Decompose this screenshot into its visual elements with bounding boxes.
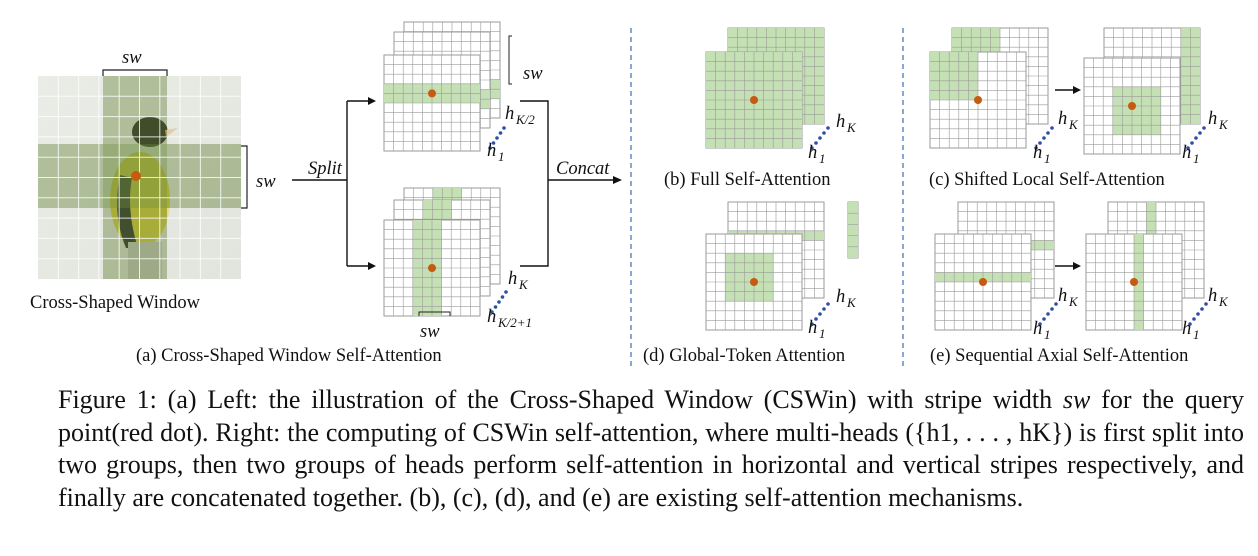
query-dot <box>750 96 758 104</box>
svg-text:K: K <box>1218 294 1229 309</box>
split-arrows <box>292 100 372 267</box>
query-dot <box>974 96 982 104</box>
caption-line1: Figure 1: (a) Left: the illustration of … <box>58 385 1053 414</box>
caption-rest: for the query point(red dot). Right: the… <box>58 385 1245 512</box>
svg-text:h: h <box>1058 109 1067 129</box>
head-dots-a-top <box>488 126 506 150</box>
cross-shaped-window-image: sw sw Cross-Shaped Window <box>30 48 276 313</box>
head-dots-c2 <box>1186 126 1206 150</box>
head-dots-c1 <box>1034 126 1054 150</box>
svg-text:h: h <box>1033 319 1042 339</box>
subcaption-a: (a) Cross-Shaped Window Self-Attention <box>136 346 442 366</box>
sw-label-stripe: sw <box>523 64 543 84</box>
svg-text:h: h <box>487 141 496 161</box>
subcaption-c: (c) Shifted Local Self-Attention <box>929 170 1165 190</box>
head-dots-e1 <box>1038 302 1058 326</box>
svg-text:K: K <box>1218 117 1229 132</box>
svg-text:K/2+1: K/2+1 <box>497 315 532 330</box>
svg-text:h: h <box>1058 286 1067 306</box>
head-dots-d <box>810 302 830 326</box>
caption-sw: sw <box>1062 385 1091 414</box>
svg-text:h: h <box>1208 109 1217 129</box>
svg-text:h: h <box>1182 143 1191 163</box>
svg-text:h: h <box>508 269 517 289</box>
svg-text:1: 1 <box>1193 327 1200 342</box>
svg-text:1: 1 <box>1193 151 1200 166</box>
svg-text:h: h <box>836 287 845 307</box>
subcaption-e: (e) Sequential Axial Self-Attention <box>930 346 1188 366</box>
stack-e2-front <box>1085 233 1183 331</box>
svg-text:K: K <box>846 120 857 135</box>
head-label-hk21: h K/2+1 <box>487 307 532 330</box>
concat-arrows <box>520 100 616 267</box>
svg-text:h: h <box>487 307 496 327</box>
svg-text:K: K <box>1068 294 1079 309</box>
stack-b-front <box>705 51 803 149</box>
global-token-column <box>847 201 859 259</box>
query-dot <box>428 264 436 272</box>
split-label: Split <box>308 159 343 179</box>
svg-text:K/2: K/2 <box>515 112 535 127</box>
query-dot <box>979 278 987 286</box>
svg-text:h: h <box>505 104 514 124</box>
subcaption-b: (b) Full Self-Attention <box>664 170 830 190</box>
head-label-hk2: h K/2 <box>505 104 535 127</box>
head-dots-a-bottom <box>490 290 508 314</box>
head-label-hk-a-bottom: h K <box>508 269 529 292</box>
head-labels-e: h K h 1 h K h 1 <box>1033 286 1229 342</box>
sw-label-top: sw <box>122 48 142 68</box>
stack-c1-front <box>929 51 1027 149</box>
query-dot <box>750 278 758 286</box>
figure-caption: Figure 1: (a) Left: the illustration of … <box>58 384 1244 514</box>
stack-a-bottom-front <box>383 219 481 317</box>
head-dots-b <box>810 126 830 150</box>
stack-d-front <box>705 233 803 331</box>
concat-label: Concat <box>556 159 610 179</box>
svg-text:1: 1 <box>1044 327 1051 342</box>
svg-text:h: h <box>808 318 817 338</box>
svg-text:K: K <box>518 277 529 292</box>
svg-text:h: h <box>1208 286 1217 306</box>
sw-label-right: sw <box>256 172 276 192</box>
transition-arrows <box>1055 89 1076 267</box>
query-dot <box>1128 102 1136 110</box>
head-dots-e2 <box>1188 302 1208 326</box>
query-point-dot <box>131 171 141 181</box>
svg-text:h: h <box>1033 143 1042 163</box>
stack-e1-front <box>934 233 1032 331</box>
head-labels-c: h K h 1 h K h 1 <box>1033 109 1229 166</box>
head-label-h1-a-top: h 1 <box>487 141 505 164</box>
svg-text:1: 1 <box>498 149 505 164</box>
svg-text:K: K <box>846 295 857 310</box>
figure-diagram: sw sw Cross-Shaped Window Split Concat h… <box>30 21 1229 368</box>
svg-text:K: K <box>1068 117 1079 132</box>
sw-label-bottom: sw <box>420 322 440 342</box>
cross-window-label: Cross-Shaped Window <box>30 293 201 313</box>
head-labels-d: h K h 1 <box>808 287 857 341</box>
stack-c2-front <box>1083 57 1181 155</box>
svg-text:h: h <box>808 143 817 163</box>
svg-text:h: h <box>836 112 845 132</box>
svg-text:1: 1 <box>819 151 826 166</box>
head-labels-b: h K h 1 <box>808 112 857 166</box>
query-dot <box>428 89 436 98</box>
query-dot <box>1130 278 1138 286</box>
subcaption-d: (d) Global-Token Attention <box>643 346 845 366</box>
stack-a-top-front <box>383 54 481 152</box>
svg-text:1: 1 <box>819 326 826 341</box>
svg-text:h: h <box>1182 319 1191 339</box>
svg-text:1: 1 <box>1044 151 1051 166</box>
